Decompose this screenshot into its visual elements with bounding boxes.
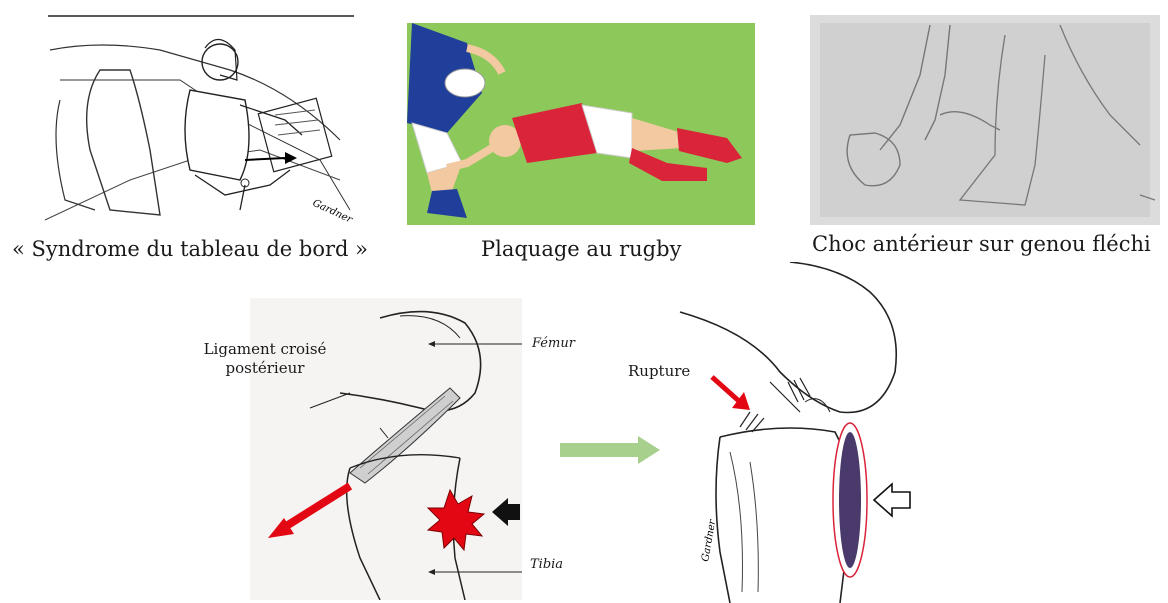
label-rupture: Rupture xyxy=(628,362,690,381)
rugby-tackle-illustration xyxy=(407,23,755,225)
caption-rugby-tackle: Plaquage au rugby xyxy=(481,237,681,261)
rupture-diagram: Gardner xyxy=(670,262,970,603)
artist-signature-2: Gardner xyxy=(700,518,718,563)
artist-signature: Gardner xyxy=(311,198,355,226)
dashboard-syndrome-illustration: Gardner xyxy=(40,10,358,232)
label-pcl-line2: postérieur xyxy=(190,359,340,378)
transition-arrow-icon xyxy=(560,436,662,466)
label-tibia: Tibia xyxy=(530,557,563,572)
caption-anterior-shock: Choc antérieur sur genou fléchi xyxy=(812,232,1151,256)
label-pcl-line1: Ligament croisé xyxy=(190,340,340,359)
label-femur: Fémur xyxy=(532,336,575,351)
label-pcl: Ligament croisé postérieur xyxy=(190,340,340,378)
caption-dashboard-syndrome: « Syndrome du tableau de bord » xyxy=(12,237,368,261)
anterior-shock-illustration xyxy=(810,15,1160,225)
